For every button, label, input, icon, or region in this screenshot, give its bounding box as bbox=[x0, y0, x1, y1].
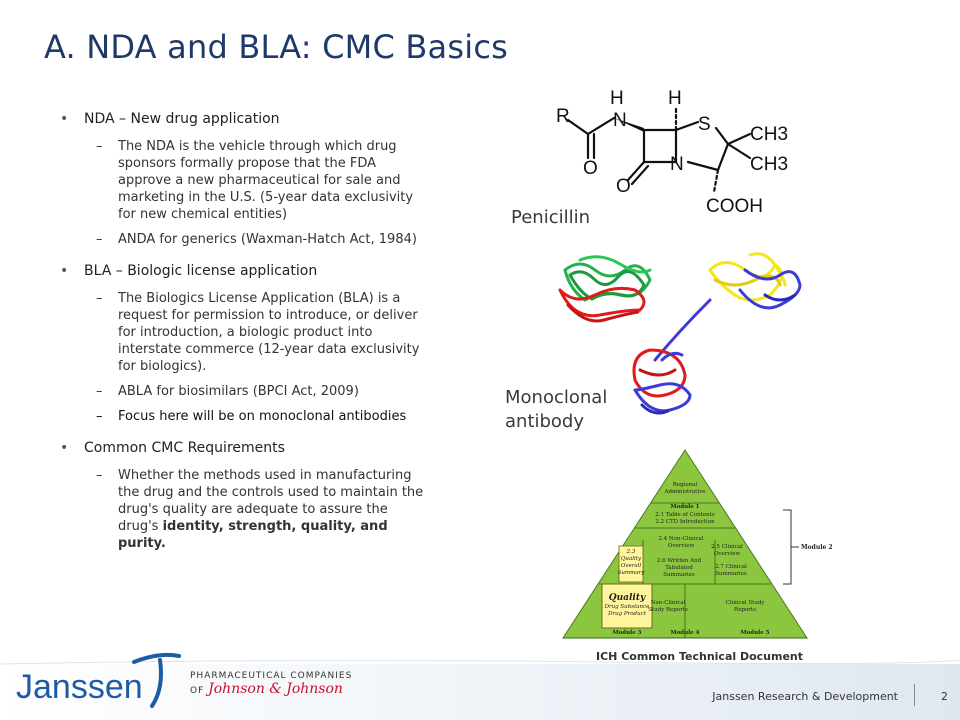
antibody-label-line2: antibody bbox=[505, 411, 585, 432]
page-number: 2 bbox=[941, 690, 948, 703]
chem-COOH: COOH bbox=[706, 196, 763, 217]
ich-written-1: 2.6 Written And bbox=[657, 558, 702, 564]
sub-bullet-bla-1: –The Biologics License Application (BLA)… bbox=[60, 290, 432, 375]
dash-marker: – bbox=[96, 139, 103, 154]
ich-drug-product: Drug Product bbox=[607, 611, 647, 617]
sub-bullet-text: Focus here will be on monoclonal antibod… bbox=[118, 409, 407, 424]
emphasis-text: identity, strength, quality, and purity. bbox=[118, 519, 388, 551]
dash-marker: – bbox=[96, 409, 103, 424]
ich-nonclin-overview-2: Overview bbox=[668, 543, 695, 549]
ich-nonclin-overview-1: 2.4 Non-Clinical bbox=[658, 536, 703, 542]
sub-bullet-text: ABLA for biosimilars (BPCI Act, 2009) bbox=[118, 384, 359, 399]
ich-written-3: Summaries bbox=[663, 572, 695, 578]
janssen-wordmark: Janssen bbox=[16, 668, 143, 706]
ich-regional: Regional bbox=[673, 482, 698, 488]
chem-O1: O bbox=[583, 158, 598, 179]
bullet-cmc-text: Common CMC Requirements bbox=[84, 440, 285, 456]
chem-N1: N bbox=[613, 110, 627, 131]
ich-ctd-intro: 2.2 CTD Introduction bbox=[655, 519, 715, 525]
ich-drug-substance: Drug Substance bbox=[604, 604, 651, 610]
dash-marker: – bbox=[96, 291, 103, 306]
ich-nonclin-reports-1: Non-Clinical bbox=[651, 600, 686, 606]
ich-quality: Quality bbox=[609, 593, 646, 603]
antibody-label-line1: Monoclonal bbox=[505, 387, 608, 408]
ich-clin-summ-2: Summaries bbox=[715, 571, 747, 577]
sub-bullet-text: The NDA is the vehicle through which dru… bbox=[118, 139, 414, 222]
chem-N2: N bbox=[670, 154, 684, 175]
dash-marker: – bbox=[96, 384, 103, 399]
ich-clin-overview-2: Overview bbox=[714, 551, 741, 557]
ich-clin-summ-1: 2.7 Clinical bbox=[715, 564, 747, 570]
chem-CH3a: CH3 bbox=[750, 124, 788, 145]
sub-bullet-text: ANDA for generics (Waxman-Hatch Act, 198… bbox=[118, 232, 417, 247]
bullet-nda-text: NDA – New drug application bbox=[84, 111, 280, 127]
pharma-companies-text: PHARMACEUTICAL COMPANIES OF Johnson & Jo… bbox=[190, 670, 352, 698]
bullet-bla: BLA – Biologic license application bbox=[60, 262, 432, 280]
ich-ctd-pyramid: Regional Administrative Module 1 2.1 Tab… bbox=[562, 449, 833, 639]
janssen-logo: Janssen bbox=[16, 652, 181, 708]
ich-module3: Module 3 bbox=[613, 630, 642, 636]
jj-wordmark: Johnson & Johnson bbox=[208, 681, 343, 697]
logo-swoosh-icon bbox=[132, 652, 181, 664]
antibody-label: Monoclonal antibody bbox=[505, 386, 607, 434]
ich-caption: ICH Common Technical Document bbox=[596, 650, 804, 663]
dash-marker: – bbox=[96, 232, 103, 247]
sub-bullet-bla-2: –ABLA for biosimilars (BPCI Act, 2009) bbox=[60, 383, 432, 400]
bullet-bla-text: BLA – Biologic license application bbox=[84, 263, 318, 279]
ich-nonclin-reports-2: Study Reports bbox=[648, 607, 688, 613]
bullet-list: NDA – New drug application –The NDA is t… bbox=[60, 110, 432, 560]
ich-clin-reports-2: Reports bbox=[734, 607, 756, 613]
ich-clin-reports-1: Clinical Study bbox=[725, 600, 765, 606]
ich-module5: Module 5 bbox=[741, 630, 770, 636]
pharma-line1: PHARMACEUTICAL COMPANIES bbox=[190, 671, 353, 681]
pharma-of: OF bbox=[190, 686, 205, 696]
ich-qos-1: 2.3 bbox=[626, 549, 636, 555]
ich-qos-2: Quality bbox=[621, 556, 642, 562]
footer-divider bbox=[914, 684, 915, 706]
sub-bullet-text: The Biologics License Application (BLA) … bbox=[118, 291, 420, 374]
sub-bullet-nda-1: –The NDA is the vehicle through which dr… bbox=[60, 138, 432, 223]
ich-toc: 2.1 Table of Contents bbox=[655, 512, 715, 518]
chem-CH3b: CH3 bbox=[750, 154, 788, 175]
chem-R: R bbox=[556, 106, 570, 127]
chem-H2: H bbox=[668, 88, 682, 109]
ich-written-2: Tabulated bbox=[665, 565, 693, 571]
chem-H1: H bbox=[610, 88, 624, 109]
footer-org: Janssen Research & Development bbox=[712, 690, 898, 703]
ich-module2-label: Module 2 bbox=[801, 544, 833, 551]
ich-module4: Module 4 bbox=[671, 630, 700, 636]
dash-marker: – bbox=[96, 468, 103, 483]
antibody-structure bbox=[558, 252, 802, 415]
ich-administrative: Administrative bbox=[663, 489, 705, 495]
chem-S: S bbox=[698, 114, 711, 135]
ich-clin-overview-1: 2.5 Clinical bbox=[711, 544, 743, 550]
sub-bullet-nda-2: –ANDA for generics (Waxman-Hatch Act, 19… bbox=[60, 231, 432, 248]
ich-qos-3: Overall bbox=[621, 563, 642, 569]
bullet-cmc: Common CMC Requirements bbox=[60, 439, 432, 457]
chem-O2: O bbox=[616, 176, 631, 197]
ich-module1: Module 1 bbox=[671, 504, 700, 510]
penicillin-structure: R H N H S CH3 CH3 O N O COOH bbox=[556, 88, 788, 217]
slide-title: A. NDA and BLA: CMC Basics bbox=[44, 28, 508, 66]
bullet-nda: NDA – New drug application bbox=[60, 110, 432, 128]
sub-bullet-cmc-1: –Whether the methods used in manufacturi… bbox=[60, 467, 432, 552]
ich-qos-4: Summary bbox=[618, 570, 646, 576]
penicillin-label: Penicillin bbox=[511, 207, 591, 228]
sub-bullet-bla-3: –Focus here will be on monoclonal antibo… bbox=[60, 408, 432, 425]
sub-bullet-text: Whether the methods used in manufacturin… bbox=[118, 468, 424, 534]
